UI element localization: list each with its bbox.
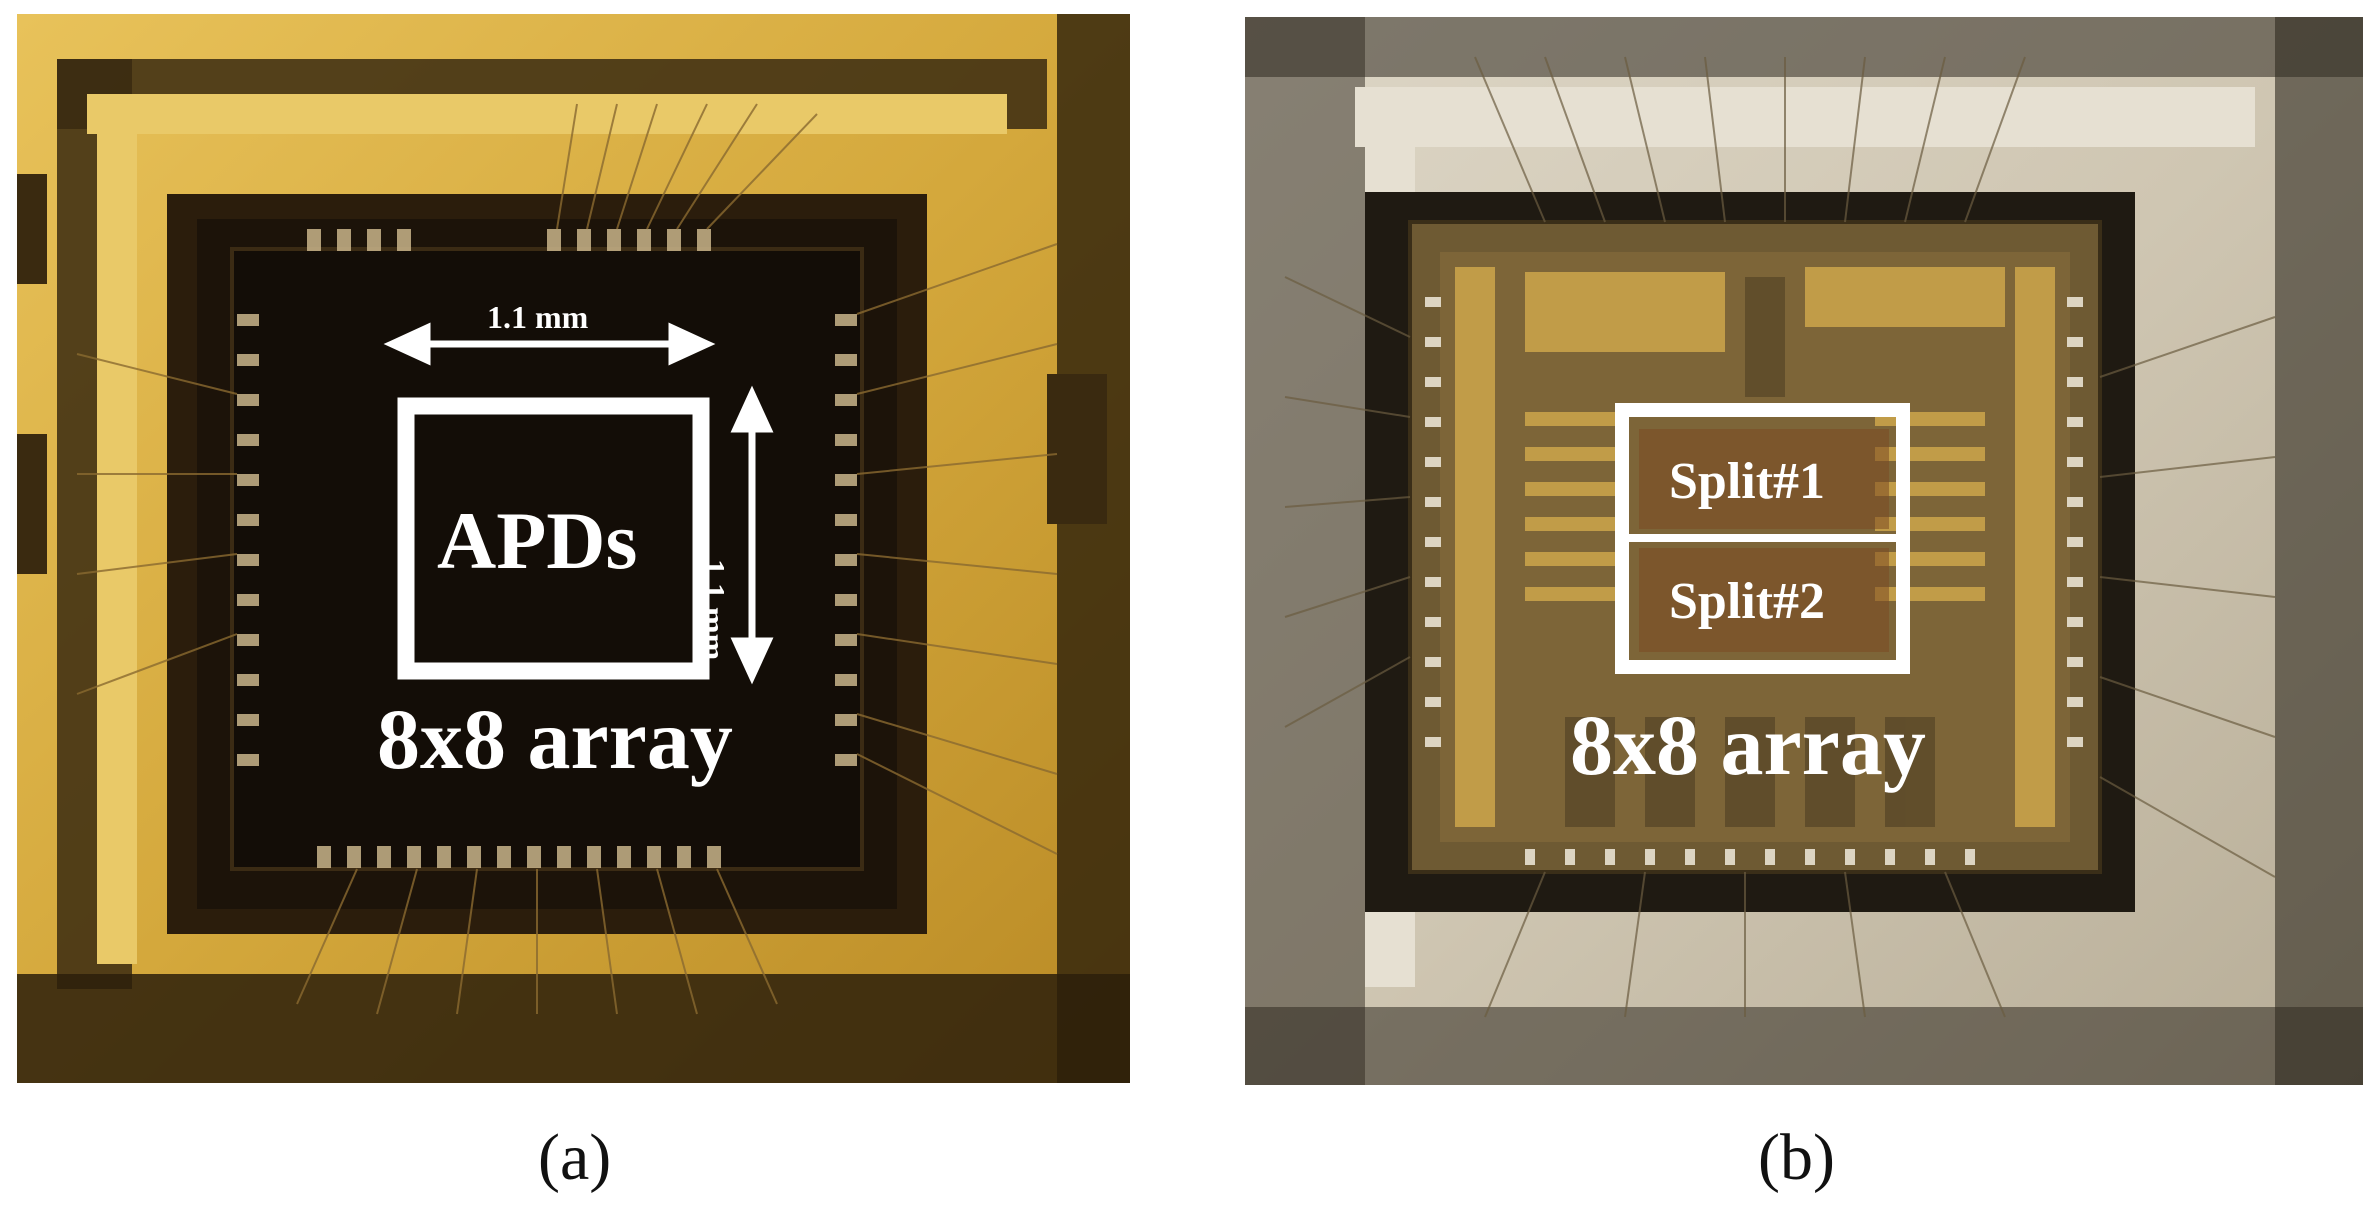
split2-label: Split#2	[1669, 573, 1826, 630]
photo-panel-a: 1.1 mm 1.1 mm APDs 8x8 array	[17, 14, 1130, 1083]
photo-panel-b: Split#1 Split#2 8x8 array	[1245, 17, 2363, 1085]
array-size-label-a: 8x8 array	[377, 691, 733, 787]
split2-region	[1639, 548, 1889, 652]
vertical-dimension-arrow	[730, 385, 774, 685]
horizontal-dimension-label: 1.1 mm	[487, 299, 589, 335]
split1-label: Split#1	[1669, 453, 1826, 510]
apds-label: APDs	[437, 495, 638, 586]
apd-array-outline	[397, 397, 710, 680]
array-size-label-b: 8x8 array	[1570, 697, 1926, 793]
split-chip-photo	[1245, 17, 2363, 1085]
split1-region	[1639, 429, 1889, 529]
panel-b-caption: (b)	[1758, 1121, 1835, 1194]
vertical-dimension-label: 1.1 mm	[696, 559, 732, 661]
apd-chip-photo	[17, 14, 1130, 1083]
horizontal-dimension-arrow	[383, 322, 716, 366]
panel-a-caption: (a)	[538, 1121, 612, 1194]
